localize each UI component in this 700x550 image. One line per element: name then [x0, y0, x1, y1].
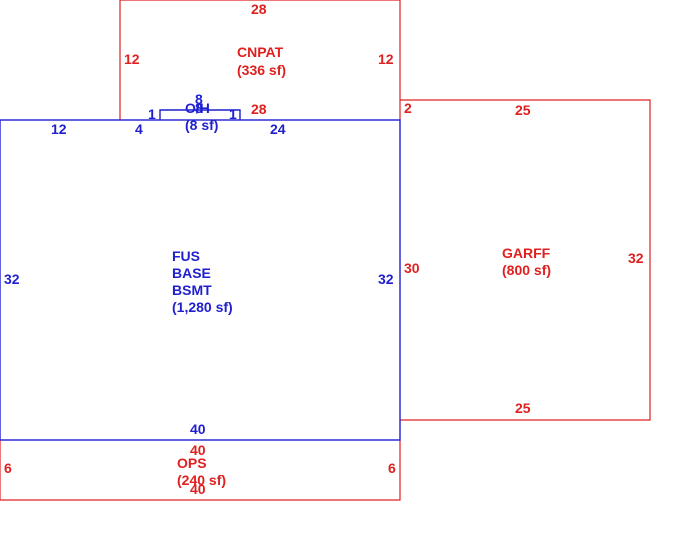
- cnpat-bottom-dim: 28: [251, 101, 267, 117]
- garff-code: GARFF: [502, 245, 551, 261]
- oh-code: O/H: [185, 100, 210, 116]
- ops-top-dim: 40: [190, 442, 206, 458]
- ops-code: OPS: [177, 455, 207, 471]
- garff-right-dim: 32: [628, 250, 644, 266]
- oh-top-dim: 8: [195, 91, 203, 107]
- oh-middle-dim: 8: [195, 100, 203, 116]
- oh-left-dim: 1: [148, 106, 156, 122]
- fus-left-dim: 32: [4, 271, 20, 287]
- fus-line2: BASE: [172, 265, 211, 281]
- ops-area-label: (240 sf): [177, 472, 226, 488]
- ops-bottom-dim: 40: [190, 481, 206, 497]
- oh-right-dim: 1: [229, 106, 237, 122]
- fus-outline: [0, 119, 401, 441]
- ops-left-dim: 6: [4, 460, 12, 476]
- oh-outline: [159, 109, 241, 120]
- oh-area-label: (8 sf): [185, 117, 218, 133]
- garff-outline: [400, 99, 651, 421]
- cnpat-top-dim: 28: [251, 1, 267, 17]
- garff-top-dim: 25: [515, 102, 531, 118]
- fus-top-right-dim: 24: [270, 121, 286, 137]
- cnpat-area-label: (336 sf): [237, 62, 286, 78]
- garff-step-dim: 2: [404, 100, 412, 116]
- garff-bottom-dim: 25: [515, 400, 531, 416]
- ops-area: 40 6 6 40 OPS (240 sf): [0, 440, 401, 501]
- cnpat-right-dim: 12: [378, 51, 394, 67]
- garff-area: 25 2 30 32 25 GARFF (800 sf): [400, 99, 651, 421]
- oh-area: 8 8 1 1 O/H (8 sf): [148, 91, 241, 133]
- fus-right-dim: 32: [378, 271, 394, 287]
- ops-outline: [0, 440, 401, 501]
- cnpat-left-dim: 12: [124, 51, 140, 67]
- fus-top-left-dim: 12: [51, 121, 67, 137]
- ops-right-dim: 6: [388, 460, 396, 476]
- fus-area-label: (1,280 sf): [172, 299, 233, 315]
- fus-area: 12 4 24 32 32 40 FUS BASE BSMT (1,280 sf…: [0, 119, 401, 441]
- fus-line1: FUS: [172, 248, 200, 264]
- fus-line3: BSMT: [172, 282, 212, 298]
- cnpat-code: CNPAT: [237, 44, 284, 60]
- fus-top-mid-dim: 4: [135, 121, 143, 137]
- fus-bottom-dim: 40: [190, 421, 206, 437]
- cnpat-outline: [119, 0, 401, 120]
- garff-left-dim: 30: [404, 260, 420, 276]
- garff-area-label: (800 sf): [502, 262, 551, 278]
- cnpat-area: 28 12 12 28 CNPAT (336 sf): [119, 0, 401, 120]
